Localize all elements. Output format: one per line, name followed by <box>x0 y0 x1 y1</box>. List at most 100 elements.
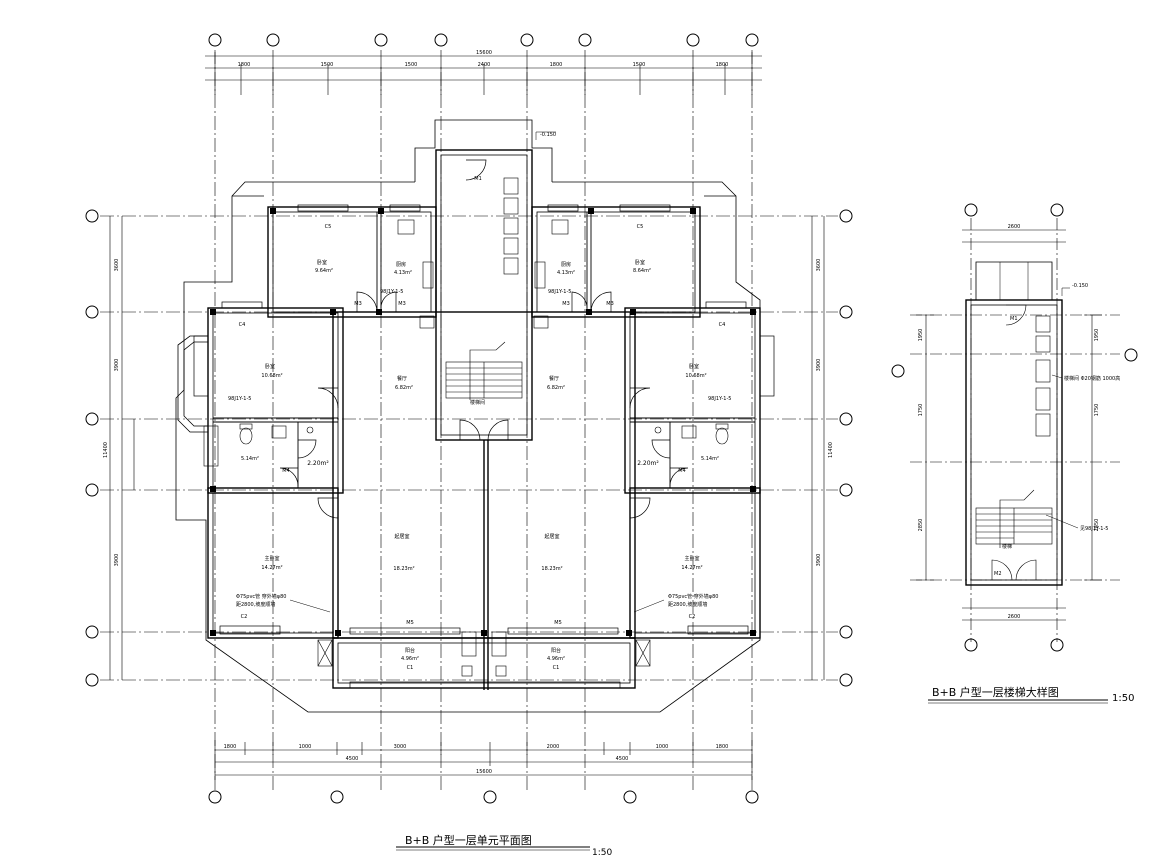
window <box>705 301 747 309</box>
door-swing <box>629 497 651 519</box>
room-area: 4.96m² <box>547 656 565 662</box>
bottom-dimensions <box>214 740 753 780</box>
axis-bubble <box>266 33 280 47</box>
dim-bottom-part: 1000 <box>299 744 312 750</box>
axis-bubble <box>745 33 759 47</box>
detail-stairs <box>975 489 1053 548</box>
dim-top-part: 2400 <box>478 62 491 68</box>
detail-leaders <box>1045 287 1079 529</box>
dim-left-part: 3900 <box>114 554 120 567</box>
notes: 98J1Y-1-5 98J1Y-1-5 98J1Y-1-5 98J1Y-1-5 … <box>228 132 731 608</box>
ref-note: 98J1Y-1-5 <box>548 289 571 295</box>
room-name: 卧室 <box>635 259 645 266</box>
stairs <box>445 341 523 400</box>
window-tag: C5 <box>325 224 332 230</box>
bottom-dimension-text: 1800 1000 3000 2000 1000 1800 4500 4500 … <box>224 744 729 775</box>
axis-bubble <box>839 625 853 639</box>
window-tag: C1 <box>553 665 560 671</box>
door-tag: M5 <box>406 620 414 626</box>
room-area: 18.23m² <box>393 566 414 572</box>
dim-top-part: 1500 <box>633 62 646 68</box>
axis-bubble <box>839 412 853 426</box>
toilet-icon <box>715 427 729 445</box>
door-swing <box>465 159 487 181</box>
room-area: 4.96m² <box>401 656 419 662</box>
door-tag: M4 <box>678 468 686 474</box>
shower-icon <box>203 425 219 467</box>
window <box>219 625 281 635</box>
window-tag: C2 <box>241 614 248 620</box>
detail-meters <box>1035 315 1051 437</box>
room-area: 14.27m² <box>261 565 282 571</box>
door-swing <box>380 291 397 312</box>
main-plan-title: B+B 户型一层单元平面图 <box>405 834 532 847</box>
dim-left-total: 11400 <box>103 442 109 458</box>
eave-outline <box>175 119 761 713</box>
detail-axis-lines <box>910 218 1120 642</box>
dim-right-total: 11400 <box>828 442 834 458</box>
room-name: 卧室 <box>317 259 327 266</box>
dim-detail-right: 1950 <box>1094 329 1100 342</box>
doors <box>279 159 689 519</box>
room-area: 10.68m² <box>261 373 282 379</box>
axis-bubble <box>964 638 978 652</box>
room-area: 9.64m² <box>315 268 333 274</box>
columns <box>210 208 756 636</box>
door-tag: M3 <box>562 301 570 307</box>
stair-detail-plan: 2600 2600 1950 1750 2850 1950 1750 2850 <box>891 203 1138 652</box>
door-swing <box>487 419 509 441</box>
window <box>547 204 579 212</box>
door-swing <box>629 387 651 409</box>
window-tag: C4 <box>719 322 726 328</box>
door-swing <box>1005 304 1027 326</box>
detail-dimension-text: 2600 2600 1950 1750 2850 1950 1750 2850 <box>918 224 1100 620</box>
pipe-note: 距2800,坡度顺墙 <box>236 601 275 608</box>
top-dimensions <box>205 52 762 95</box>
bath-fixtures <box>203 423 729 467</box>
room-area: 6.82m² <box>547 385 565 391</box>
balcony-fixtures <box>317 631 651 677</box>
stove-icon <box>534 261 546 289</box>
axis-bubble <box>208 33 222 47</box>
toilet-icon <box>239 427 253 445</box>
room-labels: 卧室 9.64m² 厨房 4.13m² 厨房 4.13m² 卧室 8.64m² … <box>241 259 719 662</box>
kitchen-fixtures <box>397 219 569 329</box>
detail-plan-title: B+B 户型一层楼梯大样图 <box>932 686 1059 699</box>
dim-bottom-part: 3000 <box>394 744 407 750</box>
axis-bubble <box>1124 348 1138 362</box>
door-swing <box>669 467 689 487</box>
window <box>759 335 775 397</box>
axis-bubble <box>85 209 99 223</box>
dim-detail-left: 1950 <box>918 329 924 342</box>
dim-left-part: 3600 <box>114 259 120 272</box>
room-area: 14.27m² <box>681 565 702 571</box>
axis-bubbles <box>85 33 853 804</box>
axis-bubble <box>85 483 99 497</box>
room-area: 4.13m² <box>557 270 575 276</box>
side-dimensions <box>109 216 825 680</box>
room-area: 6.82m² <box>395 385 413 391</box>
window <box>349 681 621 689</box>
door-swing <box>991 559 1013 581</box>
basin-icon <box>271 425 287 439</box>
detail-plan-scale: 1:50 <box>1112 693 1135 704</box>
dim-left-part: 3900 <box>114 359 120 372</box>
room-name: 起居室 <box>544 533 559 540</box>
meter-boxes <box>503 177 519 275</box>
window <box>221 301 263 309</box>
window <box>349 627 461 635</box>
pipe-note: Φ75pvc管 穿外墙φ80 <box>668 593 718 600</box>
axis-bubble <box>85 625 99 639</box>
dim-top-part: 1800 <box>550 62 563 68</box>
stove-icon <box>422 261 434 289</box>
main-plan: 15600 1800 1500 1500 2400 1800 1500 1800 <box>85 33 853 804</box>
dim-detail-left: 2850 <box>918 519 924 532</box>
axis-bubble <box>1050 638 1064 652</box>
dim-detail-left: 1750 <box>918 404 924 417</box>
door-swing <box>356 291 378 313</box>
room-area: 4.13m² <box>394 270 412 276</box>
interior-partitions <box>213 212 755 638</box>
door-swing <box>651 439 671 459</box>
detail-axis-bubbles <box>891 203 1138 652</box>
dim-top-part: 1500 <box>405 62 418 68</box>
